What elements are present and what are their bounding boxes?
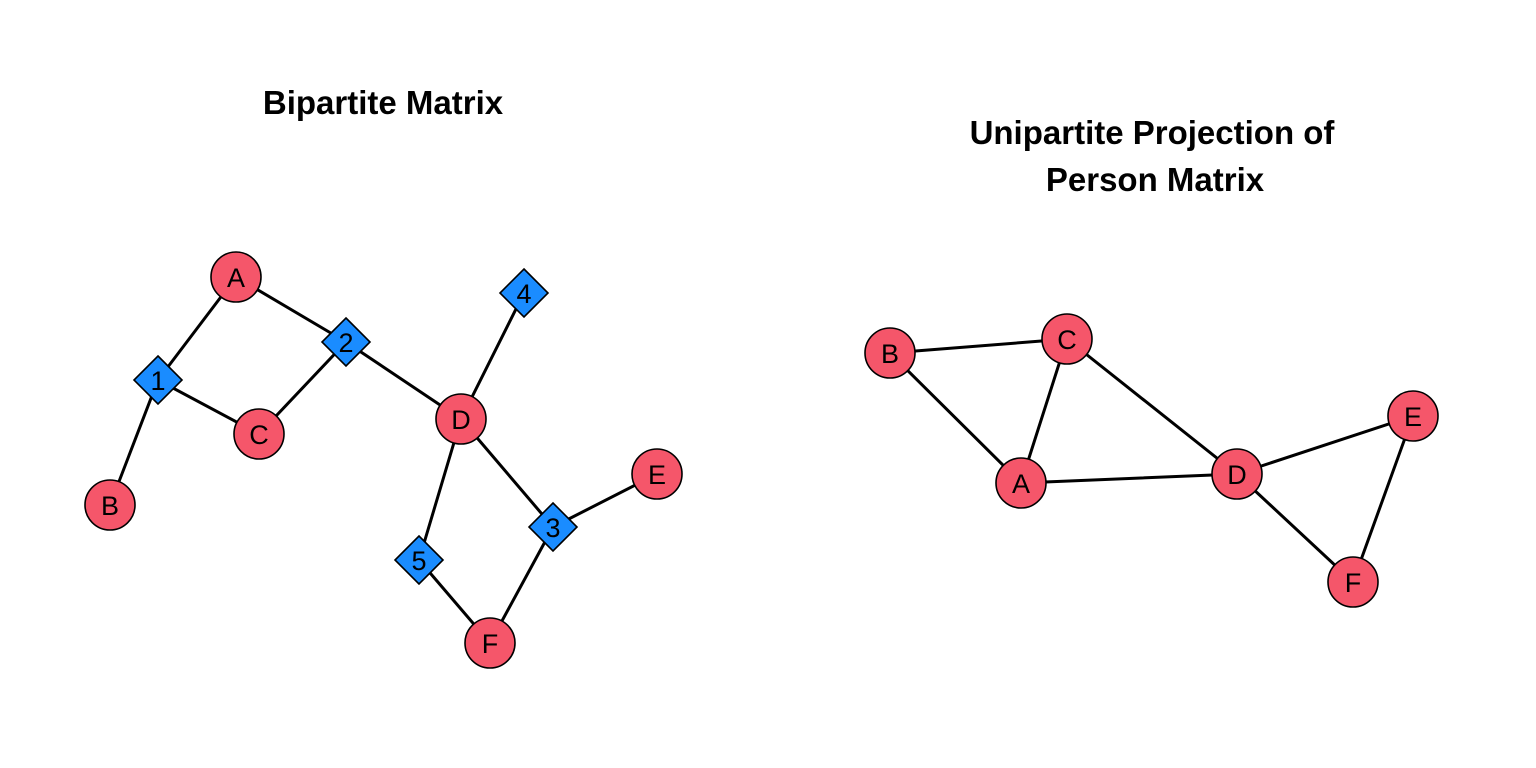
- unipartite-person-circle-c: [1041, 313, 1093, 365]
- bipartite-event-label-4: 4: [516, 279, 531, 309]
- unipartite-edge-c-d: [1065, 337, 1239, 476]
- bipartite-title: Bipartite Matrix: [263, 84, 504, 121]
- unipartite-title-line-2: Person Matrix: [1046, 161, 1265, 198]
- unipartite-person-circle-a: [995, 457, 1047, 509]
- bipartite-person-label-f: F: [482, 629, 499, 659]
- bipartite-person-node-d: D: [435, 393, 487, 445]
- bipartite-person-label-a: A: [227, 263, 245, 293]
- unipartite-person-label-b: B: [881, 339, 899, 369]
- unipartite-nodes: A B C D E F: [864, 313, 1439, 608]
- bipartite-person-node-c: C: [233, 408, 285, 460]
- unipartite-person-circle-b: [864, 327, 916, 379]
- unipartite-person-node-b: B: [864, 327, 916, 379]
- bipartite-edges: [108, 275, 659, 645]
- unipartite-person-label-a: A: [1012, 469, 1030, 499]
- bipartite-person-circle-b: [84, 479, 136, 531]
- bipartite-event-diamond-2: [320, 316, 372, 368]
- bipartite-person-circle-f: [464, 617, 516, 669]
- unipartite-person-node-d: D: [1211, 448, 1263, 500]
- bipartite-person-circle-a: [210, 251, 262, 303]
- bipartite-person-circle-e: [631, 448, 683, 500]
- unipartite-person-label-e: E: [1404, 402, 1422, 432]
- unipartite-edges: [888, 337, 1415, 584]
- unipartite-edge-b-c: [888, 337, 1069, 355]
- bipartite-event-label-5: 5: [411, 546, 426, 576]
- bipartite-event-node-2: 2: [320, 316, 372, 368]
- unipartite-edge-e-f: [1351, 414, 1415, 584]
- bipartite-event-node-1: 1: [132, 354, 184, 406]
- unipartite-person-node-a: A: [995, 457, 1047, 509]
- bipartite-person-circle-c: [233, 408, 285, 460]
- unipartite-edge-d-f: [1235, 472, 1355, 584]
- bipartite-event-label-3: 3: [545, 513, 560, 543]
- bipartite-event-node-5: 5: [393, 534, 445, 586]
- unipartite-panel: Unipartite Projection of Person Matrix A…: [864, 114, 1439, 608]
- bipartite-event-node-3: 3: [527, 501, 579, 553]
- bipartite-event-label-2: 2: [338, 328, 353, 358]
- unipartite-person-circle-e: [1387, 390, 1439, 442]
- bipartite-event-diamond-5: [393, 534, 445, 586]
- bipartite-person-node-b: B: [84, 479, 136, 531]
- unipartite-person-label-f: F: [1345, 568, 1362, 598]
- unipartite-title-line-1: Unipartite Projection of: [970, 114, 1336, 151]
- bipartite-nodes: A B C D E F 1 2 3 4 5: [84, 251, 683, 669]
- bipartite-person-label-e: E: [648, 460, 666, 490]
- bipartite-person-node-a: A: [210, 251, 262, 303]
- bipartite-event-diamond-3: [527, 501, 579, 553]
- bipartite-person-node-e: E: [631, 448, 683, 500]
- unipartite-edge-b-a: [888, 351, 1023, 485]
- bipartite-event-diamond-1: [132, 354, 184, 406]
- unipartite-edge-d-e: [1235, 414, 1415, 476]
- bipartite-person-circle-d: [435, 393, 487, 445]
- unipartite-person-circle-d: [1211, 448, 1263, 500]
- bipartite-panel: Bipartite Matrix A B C D E F 1 2 3 4 5: [84, 84, 683, 669]
- unipartite-person-node-f: F: [1327, 556, 1379, 608]
- bipartite-person-label-d: D: [451, 405, 471, 435]
- bipartite-event-diamond-4: [498, 267, 550, 319]
- bipartite-person-node-f: F: [464, 617, 516, 669]
- bipartite-person-label-b: B: [101, 491, 119, 521]
- bipartite-person-label-c: C: [249, 420, 269, 450]
- unipartite-edge-a-d: [1019, 472, 1239, 485]
- unipartite-person-circle-f: [1327, 556, 1379, 608]
- unipartite-person-node-c: C: [1041, 313, 1093, 365]
- bipartite-event-node-4: 4: [498, 267, 550, 319]
- unipartite-person-label-d: D: [1227, 460, 1247, 490]
- bipartite-event-label-1: 1: [150, 366, 165, 396]
- unipartite-person-label-c: C: [1057, 325, 1077, 355]
- unipartite-person-node-e: E: [1387, 390, 1439, 442]
